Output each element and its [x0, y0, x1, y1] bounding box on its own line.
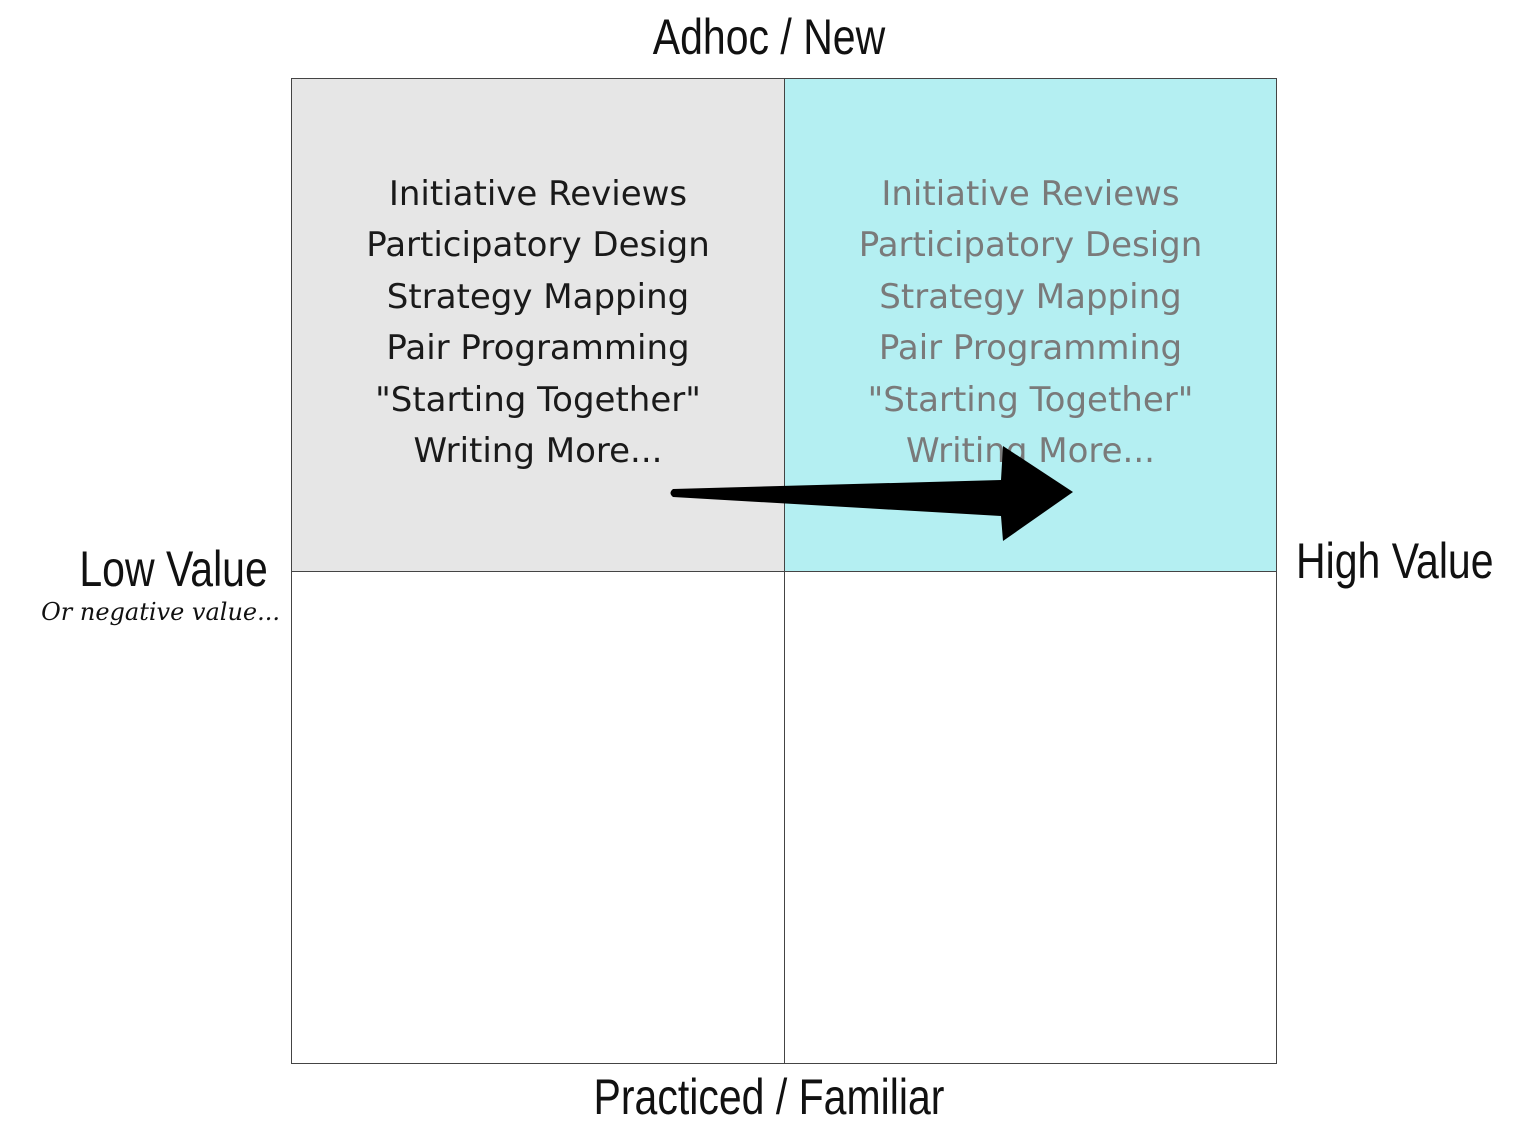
axis-label-bottom: Practiced / Familiar — [593, 1069, 945, 1125]
list-item: Writing More... — [906, 431, 1155, 472]
list-item: Pair Programming — [386, 328, 690, 369]
quadrant-bottom-right — [784, 571, 1276, 1063]
list-item: Pair Programming — [878, 328, 1183, 369]
axis-label-top: Adhoc / New — [652, 9, 886, 65]
list-item: Strategy Mapping — [386, 276, 690, 317]
axis-label-right: High Value — [1296, 533, 1494, 589]
list-item: Initiative Reviews — [388, 174, 688, 214]
list-item: "Starting Together" — [375, 379, 701, 420]
list-item: Initiative Reviews — [881, 174, 1180, 214]
quadrant-top-left-list: Initiative Reviews Participatory Design … — [292, 169, 784, 477]
list-item: Strategy Mapping — [879, 276, 1182, 317]
axis-label-left-note: Or negative value... — [41, 598, 280, 626]
list-item: Writing More... — [413, 431, 663, 472]
quadrant-top-right: Initiative Reviews Participatory Design … — [784, 79, 1276, 571]
list-item: "Starting Together" — [867, 379, 1194, 420]
quadrant-bottom-left — [292, 571, 784, 1063]
list-item: Participatory Design — [858, 225, 1203, 266]
quadrant-top-left: Initiative Reviews Participatory Design … — [292, 79, 784, 571]
list-item: Participatory Design — [366, 225, 710, 266]
axis-label-left: Low Value — [79, 541, 268, 597]
quadrant-top-right-list: Initiative Reviews Participatory Design … — [785, 169, 1276, 477]
quadrant-grid: Initiative Reviews Participatory Design … — [291, 78, 1277, 1064]
